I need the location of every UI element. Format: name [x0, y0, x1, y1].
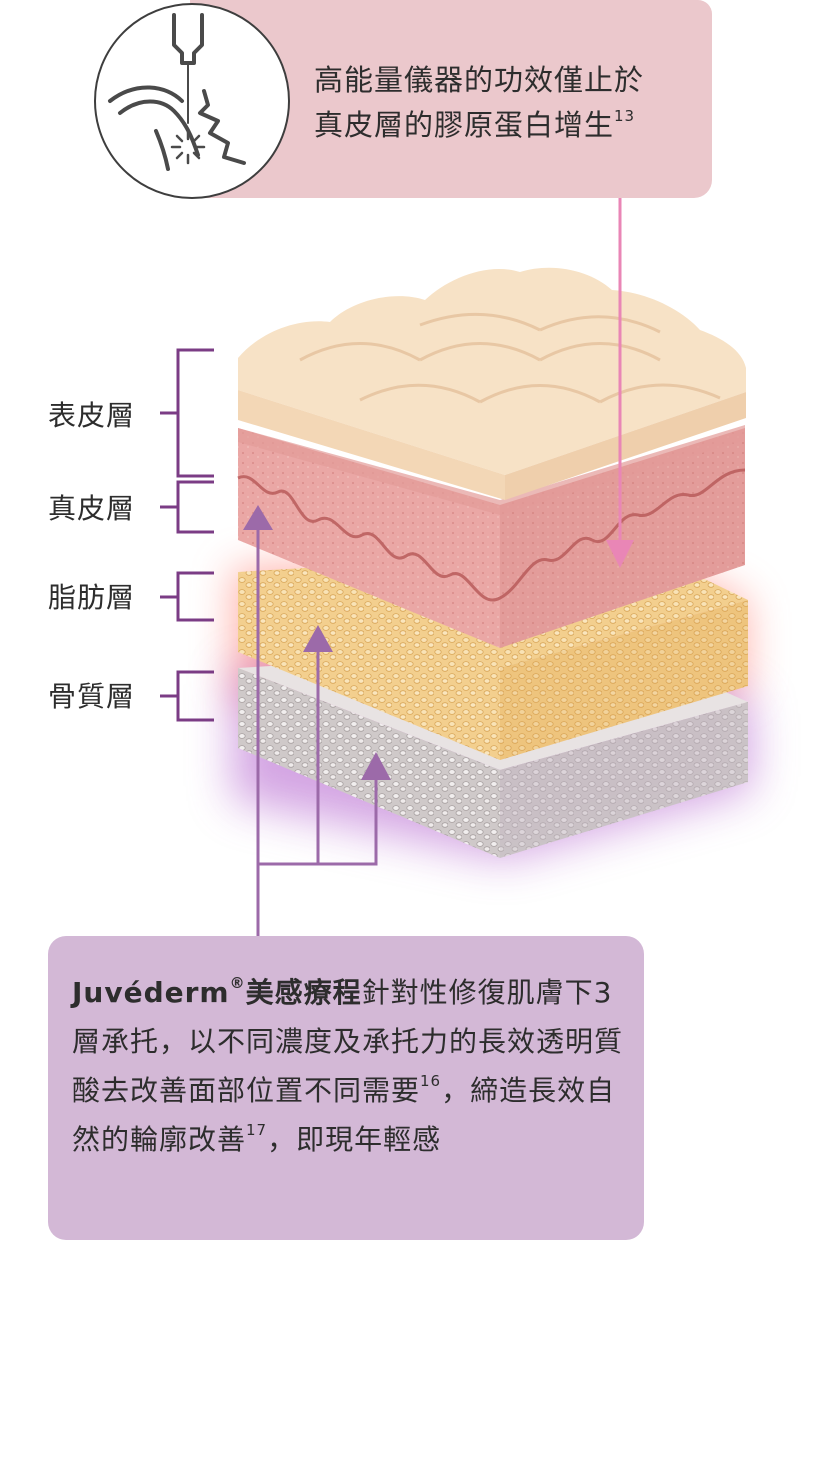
arrow-head-bone — [361, 752, 391, 780]
filler-arrows — [256, 525, 378, 936]
top-callout-ref: 13 — [614, 107, 636, 125]
top-callout-text: 高能量儀器的功效僅止於 真皮層的膠原蛋白增生13 — [314, 58, 694, 148]
label-fat: 脂肪層 — [48, 581, 136, 614]
arrow-head-dermis — [243, 505, 273, 530]
brand-name: Juvéderm®美感療程 — [72, 974, 362, 1010]
needle-laser-face-icon — [94, 3, 290, 199]
bottom-callout-text: Juvéderm®美感療程針對性修復肌膚下3層承托，以不同濃度及承托力的長效透明… — [72, 968, 628, 1164]
brand-suffix: 美感療程 — [245, 976, 362, 1009]
bottom-text-c: ，即現年輕感 — [267, 1123, 442, 1156]
dermis-arrow — [606, 198, 634, 568]
top-callout-line1: 高能量儀器的功效僅止於 — [314, 63, 645, 97]
brand-registered-mark: ® — [229, 974, 246, 992]
top-callout-line2: 真皮層的膠原蛋白增生 — [314, 108, 615, 142]
bottom-ref-b: 17 — [246, 1121, 268, 1139]
label-dermis: 真皮層 — [48, 492, 136, 525]
label-epidermis: 表皮層 — [48, 399, 136, 432]
bottom-callout-box — [48, 936, 644, 1240]
layer-brackets — [160, 348, 214, 722]
arrow-head-fat — [303, 625, 333, 652]
label-bone: 骨質層 — [48, 680, 136, 713]
bottom-ref-a: 16 — [420, 1072, 442, 1090]
brand-wordmark: Juvéderm — [72, 976, 230, 1009]
bottom-text-b: ，締造長效自然的輪廓改善 — [72, 1074, 616, 1156]
bottom-text-a: 針對性修復肌膚下3層承托，以不同濃度及承托力的長效透明質酸去改善面部位置不同需要 — [72, 976, 624, 1107]
dermis-layer — [237, 425, 746, 648]
